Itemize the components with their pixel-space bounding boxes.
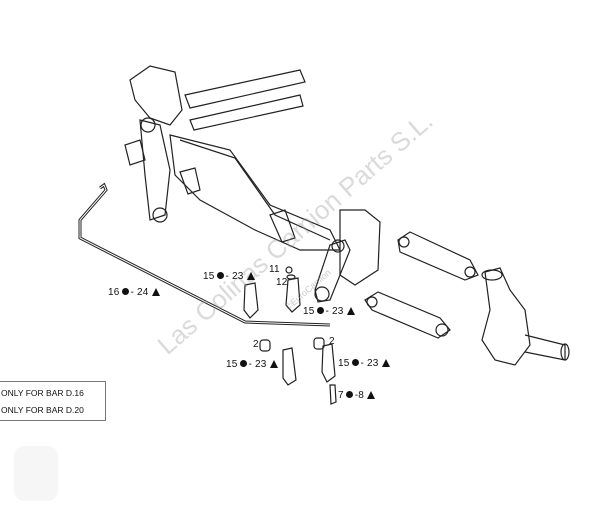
part-number: 8 <box>358 390 365 401</box>
label-washer: 12 <box>276 277 288 288</box>
callout-stabilizer-bar: 16- 24 <box>108 287 160 298</box>
label-bushing-left: 2 <box>253 339 259 350</box>
spring-bracket-left <box>124 65 183 223</box>
circle-marker-icon <box>351 359 359 366</box>
legend-item-d16: ONLY FOR BAR D.16 <box>1 388 84 398</box>
label-bushing-right: 2 <box>329 336 335 347</box>
part-number: 15 <box>338 358 350 369</box>
steering-arm-lower <box>364 291 451 339</box>
part-number: 16 <box>108 287 120 298</box>
part-number: 15 <box>203 271 215 282</box>
triangle-marker-icon <box>381 359 390 367</box>
part-number: 23 <box>255 359 267 370</box>
axle-beam <box>169 134 341 251</box>
part-number: 23 <box>332 306 344 317</box>
steering-knuckle <box>481 267 570 366</box>
part-number: 7 <box>338 390 344 401</box>
part-number: 15 <box>226 359 238 370</box>
steering-arm-upper <box>397 231 479 281</box>
callout-bolt: 7-8 <box>338 390 376 401</box>
circle-marker-icon <box>121 288 129 295</box>
part-number: 23 <box>367 358 379 369</box>
stabilizer-bar <box>78 182 331 327</box>
circle-marker-icon <box>216 272 224 279</box>
part-number: 24 <box>137 287 149 298</box>
frame-rail <box>184 69 306 131</box>
callout-link-left-upper: 15- 23 <box>203 271 255 282</box>
callout-link-right-lower: 15- 23 <box>338 358 390 369</box>
triangle-marker-icon <box>151 288 160 296</box>
legend-box: ONLY FOR BAR D.16 ONLY FOR BAR D.20 <box>0 381 106 421</box>
stabilizer-links <box>243 266 337 405</box>
legend-item-d20: ONLY FOR BAR D.20 <box>1 405 84 415</box>
circle-marker-icon <box>316 307 324 314</box>
triangle-marker-icon <box>367 391 376 399</box>
label-nut: 11 <box>269 264 280 275</box>
triangle-marker-icon <box>346 307 355 315</box>
callout-link-left-lower: 15- 23 <box>226 359 278 370</box>
part-number: 23 <box>232 271 244 282</box>
circle-marker-icon <box>239 360 247 367</box>
spring-bracket-right <box>314 209 381 303</box>
triangle-marker-icon <box>246 272 255 280</box>
callout-link-right-upper: 15- 23 <box>303 306 355 317</box>
circle-marker-icon <box>345 391 353 398</box>
part-number: 15 <box>303 306 315 317</box>
triangle-marker-icon <box>269 360 278 368</box>
